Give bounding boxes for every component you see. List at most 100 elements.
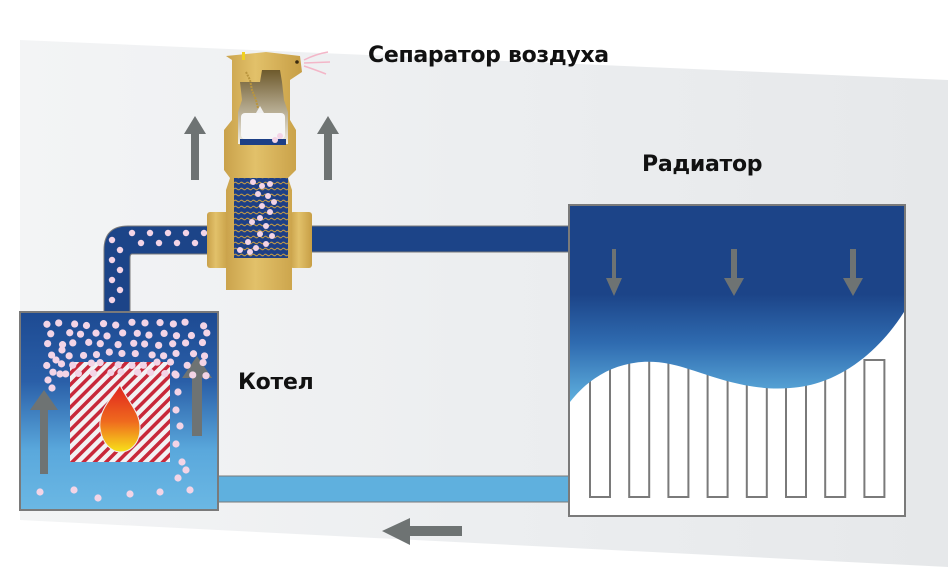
air-bubble: [141, 340, 149, 348]
air-bubble: [119, 329, 127, 337]
boiler-label: Котел: [238, 370, 314, 395]
air-bubble: [43, 361, 51, 370]
air-bubble: [200, 229, 208, 237]
air-bubble: [108, 296, 116, 304]
air-bubble: [71, 320, 79, 328]
air-bubble: [48, 351, 56, 359]
air-bubble: [160, 329, 168, 338]
air-bubble: [187, 331, 196, 340]
air-bubble: [181, 339, 190, 347]
air-bubble: [181, 318, 189, 326]
air-bubble: [87, 359, 95, 367]
air-bubble: [249, 219, 255, 225]
air-bubble: [139, 361, 147, 369]
air-bubble: [48, 384, 56, 392]
air-bubble: [96, 340, 104, 348]
air-bubble: [134, 368, 142, 376]
air-bubble: [89, 369, 97, 377]
air-bubble: [145, 331, 153, 339]
air-bubble: [161, 370, 169, 378]
air-bubble: [178, 458, 186, 466]
air-bubble: [105, 348, 113, 356]
air-bubble: [183, 361, 191, 369]
float-tip: [256, 106, 264, 113]
radiator-hot-water: [570, 206, 904, 402]
radiator-fin: [589, 359, 611, 498]
air-bubble: [171, 370, 179, 378]
air-bubble: [202, 372, 210, 380]
air-bubble: [146, 368, 155, 377]
radiator-down-arrow-icon: [606, 249, 622, 296]
air-bubble: [263, 223, 269, 229]
air-bubble: [74, 369, 82, 378]
air-bubble: [172, 406, 180, 414]
flame-icon: [99, 383, 141, 453]
air-bubble: [128, 318, 136, 326]
boiler: [19, 311, 219, 511]
air-bubble: [176, 422, 184, 430]
air-bubble: [199, 358, 207, 367]
air-bubble: [69, 339, 77, 347]
air-bubble: [107, 368, 115, 377]
air-bubble: [259, 183, 265, 189]
air-bubble: [141, 319, 149, 327]
air-bubble: [55, 319, 63, 327]
air-bubble: [128, 361, 136, 370]
pipe-air-bubbles: [108, 229, 208, 304]
vent-cap: [242, 52, 245, 60]
separator-air-bubbles: [237, 133, 283, 255]
air-bubble: [94, 494, 102, 502]
radiator-down-arrow-icon: [843, 249, 863, 296]
air-bubble: [52, 356, 60, 364]
separator-outlet-fitting: [290, 212, 312, 268]
air-bubble: [255, 191, 261, 197]
air-bubble: [156, 319, 164, 327]
air-bubble: [271, 199, 277, 205]
air-bubble: [114, 340, 122, 349]
released-air-icon: [303, 51, 331, 75]
air-bubble: [189, 371, 197, 379]
air-bubble: [277, 133, 283, 139]
air-bubble: [58, 341, 67, 349]
air-bubble: [203, 329, 211, 337]
radiator-fin: [667, 359, 690, 498]
air-bubble: [172, 440, 180, 448]
air-bubble: [172, 332, 181, 340]
air-bubble: [85, 338, 93, 346]
air-bubble: [49, 368, 57, 376]
air-separator: [184, 51, 339, 290]
air-bubble: [92, 329, 100, 337]
air-bubble: [267, 181, 273, 187]
radiator-down-arrow-icon: [724, 249, 744, 296]
air-bubble: [44, 340, 52, 348]
air-bubble: [114, 361, 122, 369]
supply-pipe-separator-to-radiator: [304, 225, 572, 253]
air-bubble: [169, 320, 177, 328]
air-bubble: [58, 346, 66, 354]
air-bubble: [130, 339, 138, 347]
air-bubble: [250, 179, 256, 185]
air-bubble: [191, 239, 199, 247]
air-bubble: [257, 215, 263, 221]
separator-water-top: [240, 139, 286, 145]
air-bubble: [189, 350, 198, 358]
air-bubble: [148, 351, 156, 359]
air-bubble: [126, 490, 134, 498]
air-bubble: [182, 466, 190, 474]
air-bubble: [200, 322, 208, 330]
air-bubble: [263, 241, 269, 247]
air-bubble: [257, 231, 263, 237]
air-bubble: [57, 360, 66, 368]
air-bubble: [131, 349, 139, 358]
air-bubble: [160, 352, 168, 360]
air-bubble: [82, 321, 91, 330]
air-bubble: [265, 193, 271, 199]
air-bubble: [173, 239, 181, 247]
air-bubble: [267, 209, 273, 215]
air-bubble: [253, 245, 259, 251]
air-bubble: [133, 329, 141, 337]
air-bubble: [164, 229, 172, 237]
boiler-up-arrow-icon: [30, 390, 58, 474]
air-bubble: [269, 233, 275, 239]
